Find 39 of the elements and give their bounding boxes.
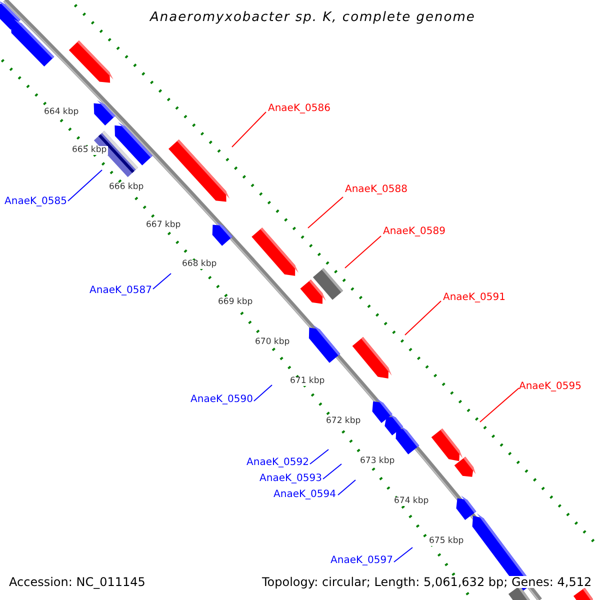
tick-label: 669 kbp xyxy=(217,298,254,306)
gene-label: AnaeK_0586 xyxy=(268,104,330,114)
gene-label: AnaeK_0585 xyxy=(4,197,67,207)
leader-line xyxy=(394,547,413,562)
leader-line xyxy=(232,112,266,148)
tick-label: 672 kbp xyxy=(325,417,362,426)
leader-line xyxy=(68,170,102,202)
gene-label: AnaeK_0587 xyxy=(90,286,152,296)
tick-label: 673 kbp xyxy=(359,457,396,466)
leader-line xyxy=(152,273,172,290)
gene-label: AnaeK_0589 xyxy=(383,227,446,237)
leader-line xyxy=(308,196,344,228)
leader-line xyxy=(344,236,382,268)
tick-label: 675 kbp xyxy=(428,537,465,546)
tick-label: 668 kbp xyxy=(181,260,218,268)
leader-line xyxy=(404,300,442,336)
genome-info-text: Topology: circular; Length: 5,061,632 bp; Genes: 4,512 xyxy=(262,576,592,588)
gene-label: AnaeK_0588 xyxy=(345,185,408,195)
tick-label: 666 kbp xyxy=(108,183,145,192)
leader-line xyxy=(254,384,272,402)
gene-label: AnaeK_0591 xyxy=(443,293,506,303)
gene-label: AnaeK_0597 xyxy=(330,556,393,566)
tick-label: 671 kbp xyxy=(289,377,326,386)
tick-label: 667 kbp xyxy=(145,221,182,230)
diagram-title: Anaeromyxobacter sp. K, complete genome xyxy=(150,11,476,24)
leader-line xyxy=(322,464,342,480)
gene-label: AnaeK_0595 xyxy=(519,382,582,392)
tick-label: 664 kbp xyxy=(43,108,80,116)
gene-label: AnaeK_0593 xyxy=(260,474,322,484)
leader-line xyxy=(338,480,356,496)
tick-label: 674 kbp xyxy=(393,497,430,506)
leader-line xyxy=(310,449,329,464)
leader-line xyxy=(480,388,520,422)
accession-text: Accession: NC_011145 xyxy=(9,576,146,588)
gene-label: AnaeK_0590 xyxy=(190,395,253,405)
tick-label: 665 kbp xyxy=(71,146,108,154)
gene-label: AnaeK_0592 xyxy=(246,458,309,468)
tick-label: 670 kbp xyxy=(254,338,291,346)
gene-label: AnaeK_0594 xyxy=(274,490,336,500)
